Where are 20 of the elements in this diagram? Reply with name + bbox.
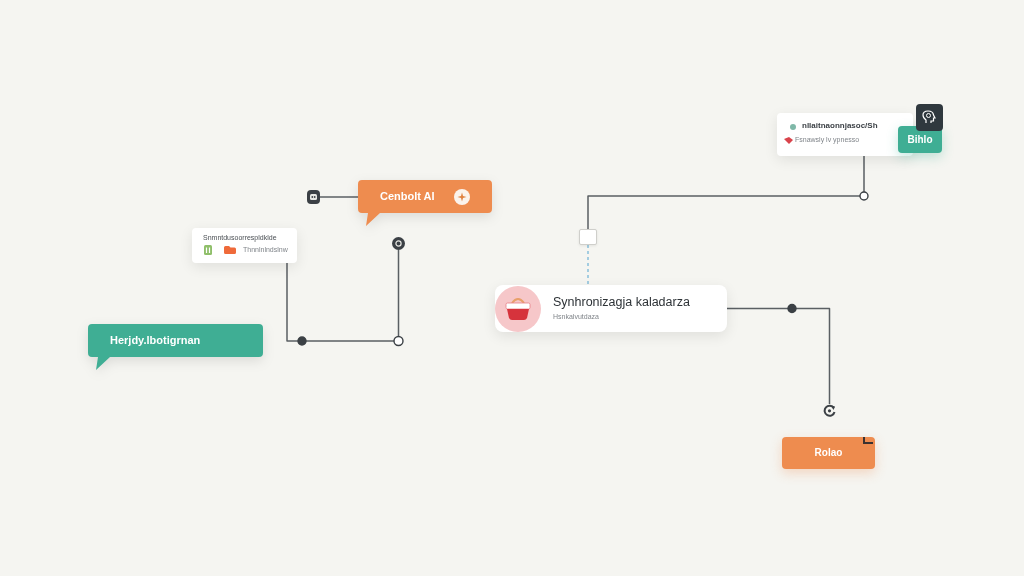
box-label: Rolao (813, 447, 844, 459)
bubble-text: Herjdy.lbotigrnan (110, 334, 201, 348)
speech-bubble (88, 324, 263, 370)
connector-line (319, 196, 359, 198)
refresh-icon (823, 404, 836, 417)
connector-box (579, 229, 597, 245)
robot-icon (307, 190, 320, 204)
speech-bubble (358, 180, 492, 226)
connector-line (587, 155, 865, 230)
action-box (782, 437, 875, 469)
card-title: nllaitnaonnjasoc/Sh (802, 121, 878, 131)
tag-text: Bihlo (906, 133, 934, 146)
connector-line (286, 249, 400, 342)
sync-card (495, 285, 727, 332)
card-title: Synhronizagja kaladarza (553, 295, 690, 310)
ring-icon (392, 237, 405, 250)
bubble-text: Cenbolt AI (380, 190, 435, 204)
dashed-connector (587, 244, 589, 286)
info-card (192, 228, 297, 263)
connector-line (726, 307, 831, 405)
